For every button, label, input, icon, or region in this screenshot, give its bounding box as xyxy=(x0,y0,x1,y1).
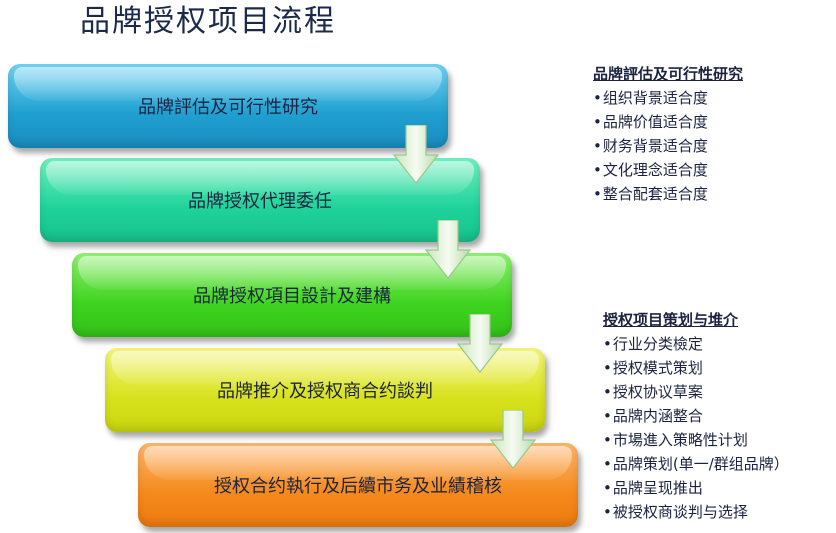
list-item: 市場進入策略性计划 xyxy=(603,428,789,452)
step-label: 品牌授权項目設計及建構 xyxy=(193,286,391,307)
list-item: 被授权商谈判与选择 xyxy=(603,500,789,524)
list-item: 品牌呈现推出 xyxy=(603,476,789,500)
list-item: 品牌策划(单一/群组品牌） xyxy=(603,452,789,476)
list-item: 财务背景适合度 xyxy=(593,134,743,158)
panel-title: 品牌評估及可行性研究 xyxy=(593,65,744,83)
page-title: 品牌授权项目流程 xyxy=(80,4,336,39)
planning-list: 行业分类檢定 授权模式策划 授权协议草案 品牌内涵整合 市場進入策略性计划 品牌… xyxy=(603,332,789,524)
step-label: 授权合约執行及后續市务及业績稽核 xyxy=(214,476,502,497)
step-label: 品牌評估及可行性研究 xyxy=(138,97,318,118)
panel-title: 授权项目策划与堆介 xyxy=(603,311,739,329)
list-item: 整合配套适合度 xyxy=(593,182,743,206)
list-item: 文化理念适合度 xyxy=(593,158,743,182)
list-item: 组织背景适合度 xyxy=(593,86,743,110)
down-arrow-icon xyxy=(457,314,503,373)
planning-panel: 授权项目策划与堆介 行业分类檢定 授权模式策划 授权协议草案 品牌内涵整合 市場… xyxy=(603,308,789,524)
step-label: 品牌授权代理委任 xyxy=(188,191,332,212)
down-arrow-icon xyxy=(425,220,471,279)
list-item: 行业分类檢定 xyxy=(603,332,789,356)
step-label: 品牌推介及授权商合约談判 xyxy=(217,381,433,402)
down-arrow-icon xyxy=(393,125,439,184)
down-arrow-icon xyxy=(490,410,536,469)
list-item: 品牌内涵整合 xyxy=(603,404,789,428)
list-item: 授权模式策划 xyxy=(603,356,789,380)
evaluation-panel: 品牌評估及可行性研究 组织背景适合度 品牌价值适合度 财务背景适合度 文化理念适… xyxy=(593,62,743,206)
evaluation-list: 组织背景适合度 品牌价值适合度 财务背景适合度 文化理念适合度 整合配套适合度 xyxy=(593,86,743,206)
list-item: 品牌价值适合度 xyxy=(593,110,743,134)
list-item: 授权协议草案 xyxy=(603,380,789,404)
step-brand-evaluation: 品牌評估及可行性研究 xyxy=(8,64,448,148)
